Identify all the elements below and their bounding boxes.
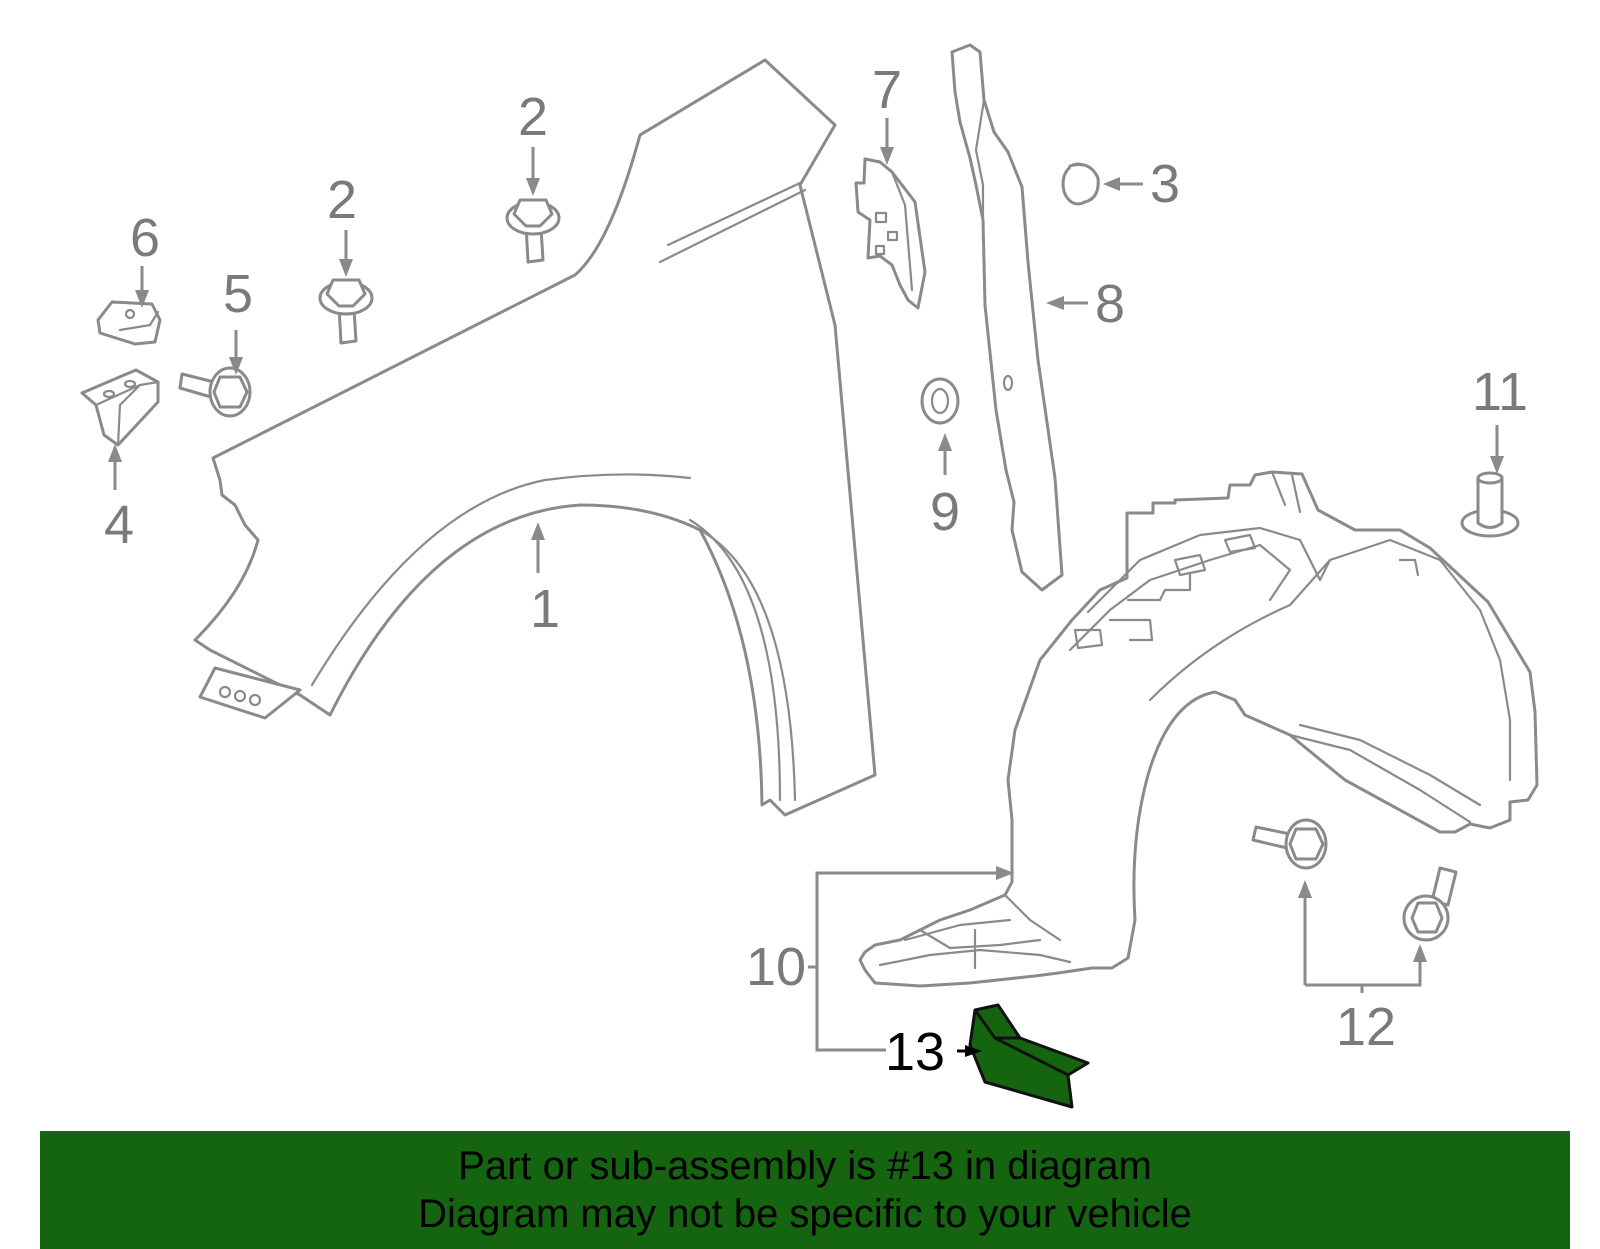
banner-line-part-number: Part or sub-assembly is #13 in diagram [458, 1144, 1152, 1188]
bracket-part-4 [80, 368, 160, 447]
callout-4: 4 [104, 495, 134, 555]
bracket-part-7 [854, 157, 927, 310]
callout-7: 7 [872, 60, 902, 120]
callout-1: 1 [530, 579, 560, 639]
grommet-part-9 [920, 377, 960, 425]
bolt-part-5 [178, 366, 252, 418]
callout-9: 9 [930, 482, 960, 542]
callout-13: 13 [885, 1022, 945, 1082]
bolt-part-2a [505, 198, 561, 264]
pushpin-part-11 [1460, 471, 1520, 538]
callout-12: 12 [1336, 997, 1396, 1057]
callout-6: 6 [130, 208, 160, 268]
info-banner: Part or sub-assembly is #13 in diagram D… [40, 1131, 1570, 1249]
banner-line-disclaimer: Diagram may not be specific to your vehi… [418, 1192, 1192, 1236]
leader-lines [108, 118, 1504, 1057]
panel-part-8 [950, 43, 1064, 592]
bolt-part-12b [1402, 866, 1458, 942]
callout-3: 3 [1150, 154, 1180, 214]
callout-2b: 2 [327, 170, 357, 230]
highlighted-part-13 [968, 1003, 1090, 1109]
callout-labels: 1 2 2 3 4 5 6 7 8 9 10 11 12 13 [104, 60, 1528, 1082]
bolt-part-12a [1251, 818, 1328, 870]
callout-5: 5 [223, 264, 253, 324]
callout-8: 8 [1095, 274, 1125, 334]
bolt-part-2b [318, 278, 374, 345]
callout-11: 11 [1472, 362, 1528, 422]
fender-part [193, 58, 877, 817]
liner-part-10 [858, 470, 1539, 988]
plug-part-3 [1061, 162, 1100, 206]
callout-2a: 2 [518, 87, 548, 147]
callout-10: 10 [746, 937, 806, 997]
clip-part-6 [96, 300, 162, 346]
